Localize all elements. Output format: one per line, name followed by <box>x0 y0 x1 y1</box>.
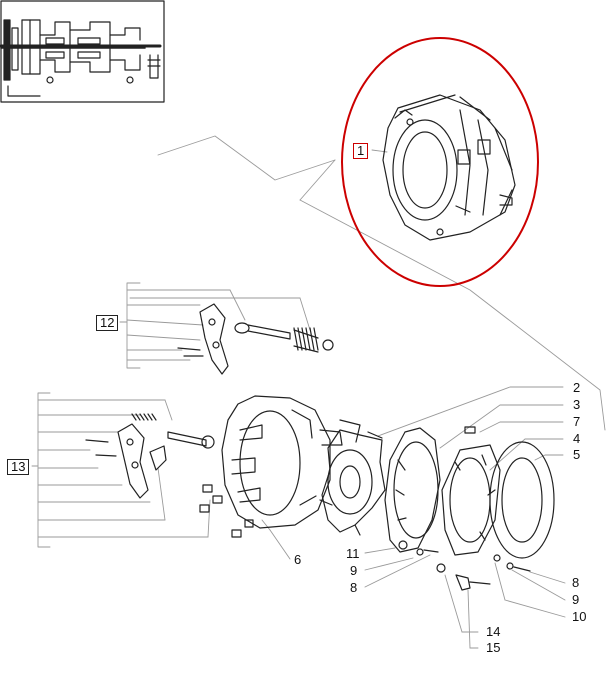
callout-15: 15 <box>486 640 501 655</box>
highlight-ellipse <box>341 37 539 287</box>
callout-1: 1 <box>353 143 369 159</box>
part-group-12-release-lever <box>177 303 334 375</box>
part-clutch-cover-assembly <box>382 94 516 241</box>
callout-14: 14 <box>486 624 501 639</box>
callout-9-left: 9 <box>350 563 358 578</box>
part-friction-disc <box>441 444 501 556</box>
callout-5: 5 <box>573 447 581 462</box>
callout-8-left: 8 <box>350 580 358 595</box>
callout-10: 10 <box>572 609 587 624</box>
part-intermediate-plate <box>384 427 441 553</box>
callout-4: 4 <box>573 431 581 446</box>
callout-7: 7 <box>573 414 581 429</box>
callout-8-right: 8 <box>572 575 580 590</box>
part-group-13-release-lever <box>85 413 215 499</box>
callout-6: 6 <box>294 552 302 567</box>
callout-13: 13 <box>7 459 30 475</box>
locator-thumbnail <box>0 0 165 103</box>
part-outer-plate <box>489 441 555 559</box>
part-small-hardware <box>398 426 531 591</box>
callout-3: 3 <box>573 397 581 412</box>
leader-lines <box>31 135 606 649</box>
part-clutch-disc <box>319 419 386 536</box>
part-pressure-plate-6 <box>199 395 343 538</box>
callout-9-right: 9 <box>572 592 580 607</box>
callout-12: 12 <box>96 315 119 331</box>
callout-2: 2 <box>573 380 581 395</box>
callout-11: 11 <box>346 546 360 561</box>
